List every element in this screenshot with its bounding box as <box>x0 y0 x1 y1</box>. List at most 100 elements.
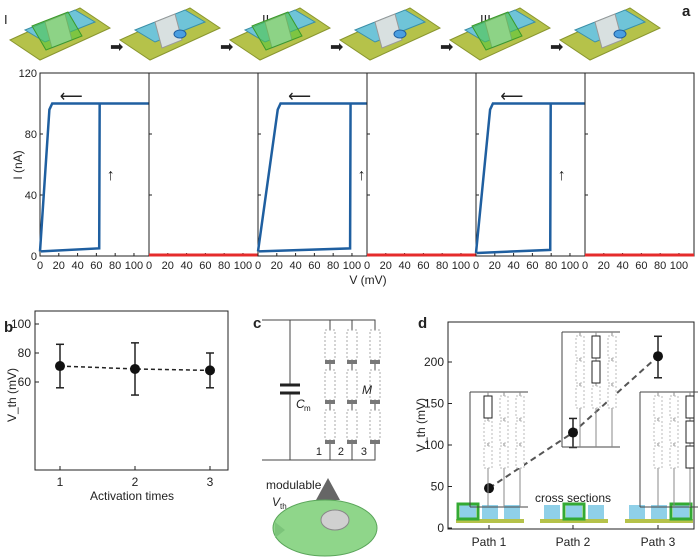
x-tick-label: 60 <box>90 260 102 272</box>
memristor <box>669 420 679 444</box>
droplet <box>173 29 187 39</box>
x-axis-label: Activation times <box>90 489 174 503</box>
memristor <box>685 420 695 444</box>
threshold-triangle <box>316 478 340 500</box>
memristor <box>653 445 663 469</box>
memristor <box>685 445 695 469</box>
stage-label-2: II <box>262 12 269 27</box>
channel <box>594 13 623 49</box>
memristor-electrode <box>347 440 357 444</box>
device-illustration: ➡ <box>8 7 123 61</box>
x-tick-label: Path 3 <box>641 535 676 549</box>
x-tick-label: 80 <box>545 260 557 272</box>
x-tick-label: 20 <box>162 260 174 272</box>
x-tick-label: 20 <box>53 260 65 272</box>
stage-label-1: I <box>4 12 8 27</box>
plot-frame <box>148 72 259 257</box>
x-tick-label: 80 <box>436 260 448 272</box>
cross-section-substrate <box>456 519 524 523</box>
circuit-wire <box>262 319 376 461</box>
memristor <box>669 395 679 419</box>
x-tick-label: 40 <box>507 260 519 272</box>
memristor <box>499 445 509 469</box>
cross-section-substrate <box>540 519 608 523</box>
memristor <box>324 329 336 361</box>
plot-frame <box>475 72 586 257</box>
x-tick-label: 20 <box>271 260 283 272</box>
channel <box>374 13 403 49</box>
filament <box>31 11 83 51</box>
memristor-electrode <box>347 400 357 404</box>
x-tick-label: 20 <box>489 260 501 272</box>
y-tick-label: 100 <box>11 317 31 331</box>
x-tick-label: 40 <box>180 260 192 272</box>
memristor <box>575 385 585 409</box>
x-tick-label: 100 <box>234 260 252 272</box>
x-tick-label: 40 <box>616 260 628 272</box>
memristor <box>324 409 336 441</box>
memristor <box>499 395 509 419</box>
capacitor-label-sub: m <box>304 404 311 413</box>
data-point <box>653 351 663 362</box>
y-tick-label: 200 <box>424 355 444 369</box>
memristor <box>346 329 358 361</box>
memristor <box>575 360 585 384</box>
memristor <box>669 445 679 469</box>
filament <box>251 11 303 51</box>
x-tick-label: 0 <box>146 260 152 272</box>
cross-section-cell <box>544 505 560 519</box>
cap-gap <box>280 385 300 393</box>
arrow-icon: ➡ <box>330 39 343 56</box>
y-axis-label: V_th (mV) <box>5 368 19 422</box>
data-point <box>568 427 578 438</box>
x-tick-label: 20 <box>380 260 392 272</box>
device-illustration: ➡ <box>338 7 453 61</box>
y-tick-label: 100 <box>424 438 444 452</box>
neuron-vth: V <box>272 495 281 509</box>
x-tick-label: 60 <box>308 260 320 272</box>
plot-frame <box>39 72 150 257</box>
x-tick-label: 0 <box>255 260 261 272</box>
plot-frame <box>584 72 695 257</box>
memristor <box>324 369 336 401</box>
arrow-up-icon: ↑ <box>358 167 366 184</box>
memristor-electrode <box>370 360 380 364</box>
annotation: cross sections <box>535 491 611 505</box>
cross-section-cell <box>482 505 498 519</box>
x-tick-label: Path 2 <box>556 535 591 549</box>
y-tick-label: 150 <box>424 397 444 411</box>
memristor <box>653 395 663 419</box>
arrow-up-icon: ↑ <box>558 167 566 184</box>
droplet <box>393 29 407 39</box>
arrow-left-icon: ⟵ <box>500 89 523 106</box>
x-tick-label: 40 <box>71 260 83 272</box>
cross-section-cell <box>566 505 582 519</box>
memristor <box>483 445 493 469</box>
memristor <box>685 395 695 419</box>
y-tick-label: 60 <box>18 375 32 389</box>
panel-label-c: c <box>253 315 261 332</box>
neuron-nucleus <box>320 509 350 531</box>
arrow-icon: ➡ <box>440 39 453 56</box>
y-tick-label: 50 <box>431 480 445 494</box>
stage-label-3: III <box>480 12 491 27</box>
y-tick-label: 0 <box>437 521 444 535</box>
y-tick-label: 0 <box>31 251 37 263</box>
x-tick-label: 60 <box>635 260 647 272</box>
neuron-label: modulable <box>266 478 322 492</box>
x-tick-label: 40 <box>398 260 410 272</box>
data-point <box>55 361 65 372</box>
cross-section-substrate <box>625 519 693 523</box>
neuron-vth-sub: th <box>280 502 287 511</box>
memristor <box>591 385 601 409</box>
memristor <box>575 335 585 359</box>
memristor <box>607 385 617 409</box>
y-axis-label: V_th (mV) <box>414 398 428 452</box>
